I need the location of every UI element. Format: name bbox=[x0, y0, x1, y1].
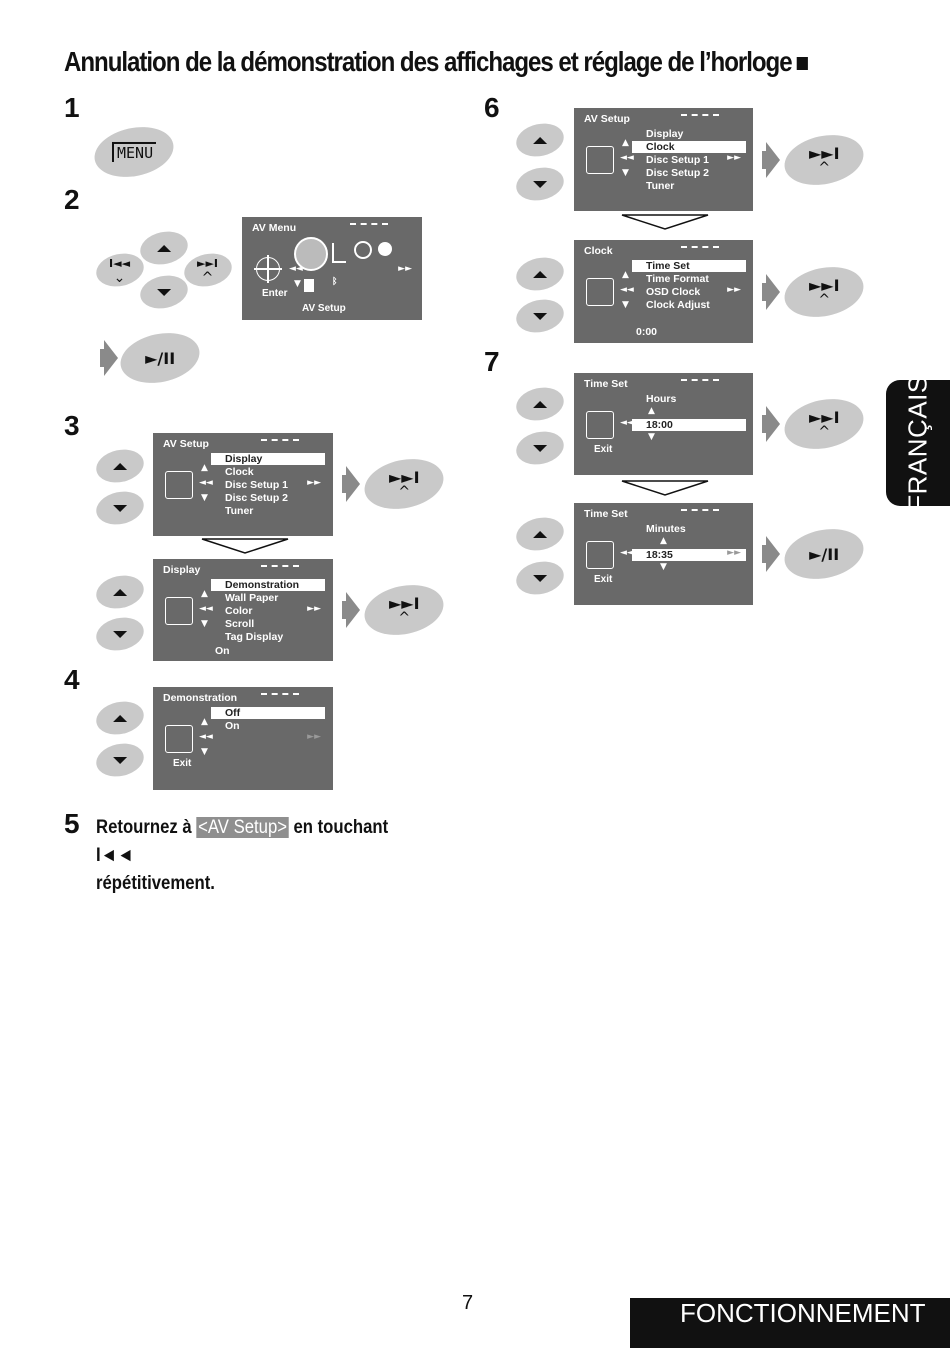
display-screen: Display ▲ ◄◄ ▼ ►► Demonstration Wall Pap… bbox=[153, 559, 333, 661]
control-dial-icon bbox=[586, 411, 614, 439]
up-button[interactable] bbox=[93, 445, 147, 487]
arrow-right-icon bbox=[100, 340, 118, 376]
time-set-hours-screen: Time Set Hours ▲ ◄◄ 18:00 ►► ▼ Exit bbox=[574, 373, 753, 475]
play-pause-button[interactable]: ►/II bbox=[779, 522, 869, 586]
step-number-5: 5 bbox=[64, 808, 80, 839]
up-button[interactable] bbox=[137, 227, 191, 269]
brightness-icon bbox=[378, 242, 392, 256]
next-button[interactable]: ►►I^ bbox=[181, 249, 235, 291]
av-setup-screen: AV Setup ▲ ◄◄ ▼ ►► Display Clock Disc Se… bbox=[153, 433, 333, 536]
bluetooth-icon: ᛒ bbox=[332, 277, 338, 287]
language-tab: FRANÇAIS bbox=[886, 375, 950, 511]
next-button[interactable]: ►►I^ bbox=[779, 392, 869, 456]
next-button[interactable]: ►►I^ bbox=[779, 260, 869, 324]
step-number-1: 1 bbox=[64, 92, 80, 123]
step-number-3: 3 bbox=[64, 410, 80, 441]
speaker-icon bbox=[354, 241, 372, 259]
down-button[interactable] bbox=[513, 295, 567, 337]
arrow-down-icon bbox=[621, 480, 709, 496]
control-dial-icon bbox=[586, 146, 614, 174]
av-menu-screen: AV Menu ◄◄ ▼ ᛒ ►► Enter AV Setup bbox=[242, 217, 422, 320]
next-button[interactable]: ►►I^ bbox=[359, 578, 449, 642]
list-icon bbox=[304, 279, 314, 292]
down-button[interactable] bbox=[93, 613, 147, 655]
next-button[interactable]: ►►I^ bbox=[779, 128, 869, 192]
next-button[interactable]: ►►I^ bbox=[359, 452, 449, 516]
up-arrow-icon bbox=[157, 244, 171, 252]
up-button[interactable] bbox=[93, 697, 147, 739]
control-dial-icon bbox=[165, 471, 193, 499]
demonstration-screen: Demonstration ▲ ◄◄ ▼ ►► Off On Exit bbox=[153, 687, 333, 790]
clock-screen: Clock ▲ ◄◄ ▼ ►► Time Set Time Format OSD… bbox=[574, 240, 753, 343]
menu-button[interactable]: MENU bbox=[89, 120, 179, 184]
down-arrow-icon bbox=[157, 288, 171, 296]
up-button[interactable] bbox=[93, 571, 147, 613]
control-dial-icon bbox=[165, 597, 193, 625]
equalizer-icon bbox=[332, 243, 346, 263]
up-button[interactable] bbox=[513, 383, 567, 425]
step-number-2: 2 bbox=[64, 184, 80, 215]
up-button[interactable] bbox=[513, 119, 567, 161]
up-button[interactable] bbox=[513, 513, 567, 555]
down-button[interactable] bbox=[93, 739, 147, 781]
arrow-down-icon bbox=[621, 214, 709, 230]
down-button[interactable] bbox=[137, 271, 191, 313]
down-button[interactable] bbox=[513, 163, 567, 205]
page-number: 7 bbox=[462, 1292, 474, 1314]
control-dial-icon bbox=[586, 541, 614, 569]
step-number-4: 4 bbox=[64, 664, 80, 695]
prev-button[interactable]: I◄◄⌄ bbox=[93, 249, 147, 291]
disc-icon bbox=[294, 237, 328, 271]
control-dial-icon bbox=[165, 725, 193, 753]
av-setup-screen-2: AV Setup ▲ ◄◄ ▼ ►► Display Clock Disc Se… bbox=[574, 108, 753, 211]
play-pause-button[interactable]: ►/II bbox=[115, 326, 205, 390]
step-number-6: 6 bbox=[484, 92, 500, 123]
down-button[interactable] bbox=[93, 487, 147, 529]
step-number-7: 7 bbox=[484, 346, 500, 377]
control-dial-icon bbox=[586, 278, 614, 306]
arrow-down-icon bbox=[201, 538, 289, 554]
section-footer: FONCTIONNEMENT bbox=[630, 1298, 950, 1348]
up-button[interactable] bbox=[513, 253, 567, 295]
down-button[interactable] bbox=[513, 557, 567, 599]
square-bullet-icon bbox=[796, 57, 808, 71]
control-dial-icon bbox=[254, 255, 282, 283]
step5-text: Retournez à <AV Setup> en touchant I◄◄ r… bbox=[96, 817, 389, 894]
time-set-minutes-screen: Time Set Minutes ▲ ◄◄ 18:35 ►► ▼ Exit bbox=[574, 503, 753, 605]
down-button[interactable] bbox=[513, 427, 567, 469]
page-title: Annulation de la démonstration des affic… bbox=[64, 46, 808, 78]
